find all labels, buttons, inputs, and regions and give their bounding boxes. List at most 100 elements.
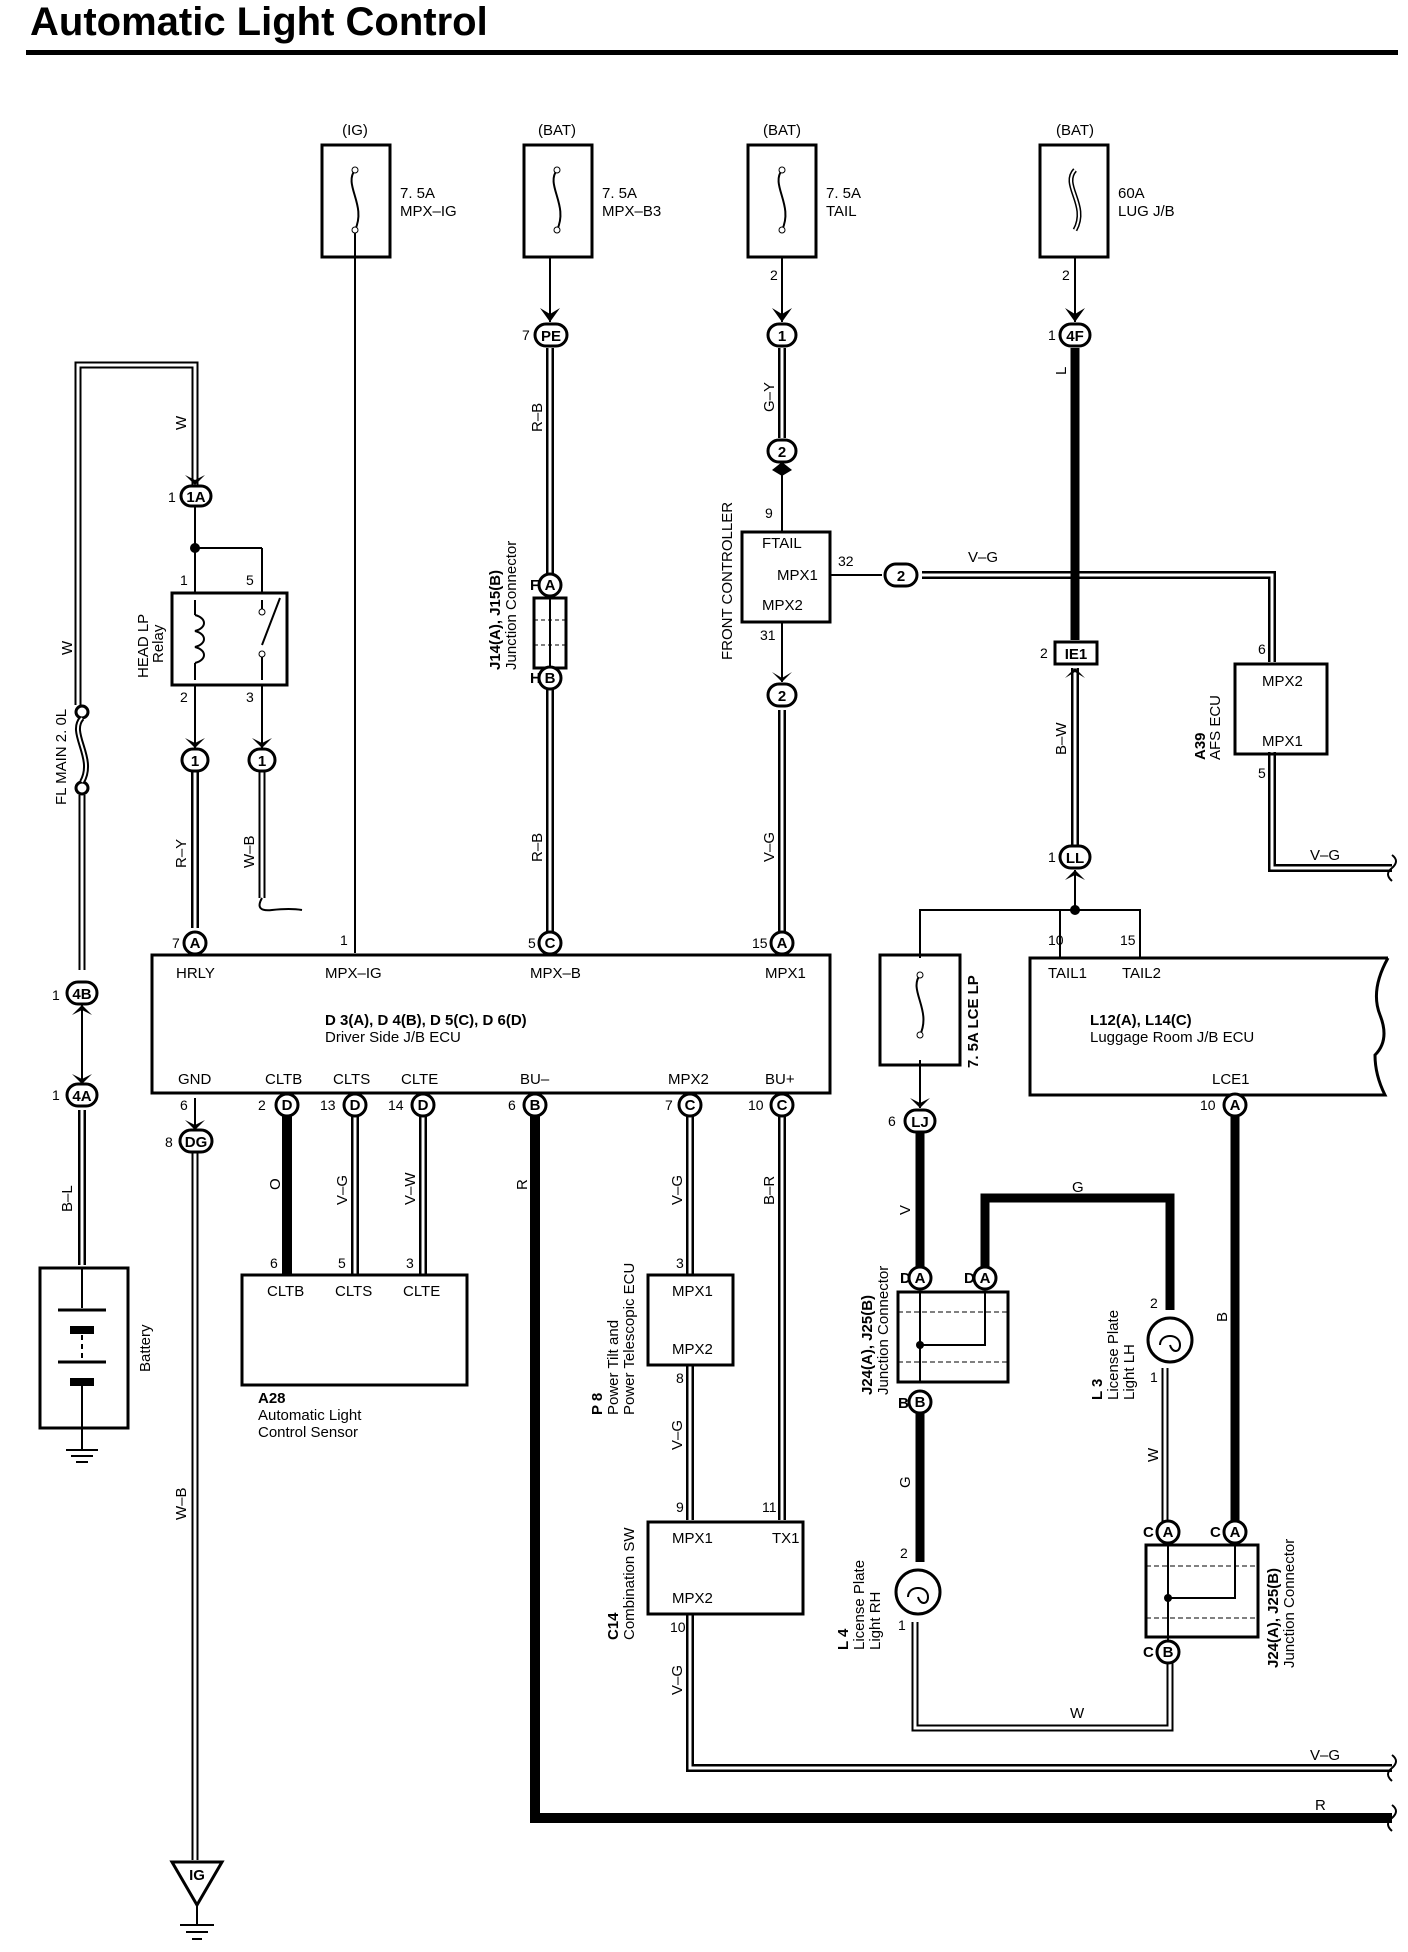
connector-label: 1 <box>191 753 199 770</box>
combination-switch: 9 11 MPX1 TX1 MPX2 10 C14 Combination SW <box>605 1499 805 1640</box>
fuse-name: LUG J/B <box>1118 203 1175 220</box>
connector-label: D <box>418 1097 429 1114</box>
pin-name: CLTB <box>265 1071 302 1088</box>
wire-v-g-bottom <box>686 1615 1392 1772</box>
afs-ecu: 6 MPX2 MPX1 5 A39 AFS ECU <box>1192 641 1329 781</box>
pin-label: H <box>530 670 541 687</box>
connector-label: 2 <box>778 444 786 461</box>
connector-4a: 1 4A <box>52 1082 99 1108</box>
pin-label: 6 <box>270 1255 278 1271</box>
pin-name: MPX1 <box>777 567 818 584</box>
wire-label: G <box>1072 1179 1084 1196</box>
wire-label: B–W <box>1053 722 1070 755</box>
component-code: J24(A), J25(B) <box>1265 1568 1282 1668</box>
wire-label: W <box>1145 1447 1162 1462</box>
pin-name: FTAIL <box>762 535 802 552</box>
wire-r <box>530 1110 1392 1823</box>
relay-sub: Relay <box>150 624 167 663</box>
pin-name: MPX2 <box>762 597 803 614</box>
connector-label: 1A <box>186 489 205 506</box>
connector-label: A <box>190 935 201 952</box>
fuse-fl-main: FL MAIN 2. 0L <box>53 704 90 805</box>
pin-name: MPX1 <box>672 1530 713 1547</box>
connector-label: 4F <box>1066 328 1084 345</box>
pin-label: 6 <box>888 1113 896 1129</box>
pin-name: MPX1 <box>765 965 806 982</box>
wire-label: B <box>1214 1312 1231 1322</box>
connector-label: A <box>1230 1097 1241 1114</box>
pin-name: MPX2 <box>672 1590 713 1607</box>
component-name: Junction Connector <box>503 541 520 670</box>
connector-label: PE <box>541 328 561 345</box>
connector-label: 4A <box>72 1088 91 1105</box>
pin-label: 1 <box>168 489 176 505</box>
wire-label: V–G <box>761 832 778 862</box>
fuse-lce-lp: 7. 5A LCE LP <box>878 920 982 1068</box>
pin-label: 2 <box>1062 267 1070 283</box>
pin-label: 10 <box>670 1619 686 1635</box>
connectors: 1 1A 1 1 1 4B 1 4A 8 DG 7 PE 1 2 <box>52 322 1099 1154</box>
wire-label: R–B <box>529 833 546 862</box>
pin-label: 9 <box>765 505 773 521</box>
connector-label: A <box>915 1270 926 1287</box>
pin-name: CLTS <box>335 1283 372 1300</box>
pin-label: 1 <box>1048 327 1056 343</box>
relay-name: HEAD LP <box>135 614 152 678</box>
connector-label: B <box>530 1097 541 1114</box>
wire-labels: W W R–Y W–B B–L R–B R–B G–Y V–G V–G V–G … <box>59 367 1340 1814</box>
wire-label: B–L <box>59 1185 76 1212</box>
connector-label: B <box>915 1394 926 1411</box>
pin-label: 2 <box>180 689 188 705</box>
connector-label: C <box>545 935 556 952</box>
pin-name: TAIL1 <box>1048 965 1087 982</box>
junction-j24-j25-lower: C A C A C B J24(A), J25(B) Junction Conn… <box>1143 1519 1298 1668</box>
pin-label: 15 <box>752 935 768 951</box>
ground-label: IG <box>189 1867 205 1884</box>
pin-name: GND <box>178 1071 212 1088</box>
pin-label: 8 <box>165 1134 173 1150</box>
component-name: Combination SW <box>621 1527 638 1640</box>
component-name: Luggage Room J/B ECU <box>1090 1029 1254 1046</box>
battery-label: Battery <box>137 1324 154 1372</box>
pin-label: 2 <box>900 1545 908 1561</box>
fuse-amps: 7. 5A <box>602 185 637 202</box>
fuse-amps: 7. 5A <box>826 185 861 202</box>
component-code: D 3(A), D 4(B), D 5(C), D 6(D) <box>325 1012 527 1029</box>
pin-name: BU– <box>520 1071 550 1088</box>
wire-label: V–G <box>669 1420 686 1450</box>
pin-label: 15 <box>1120 932 1136 948</box>
fuse-mpx-ig: (IG) 7. 5A MPX–IG <box>320 122 457 259</box>
wire-label: W–B <box>241 835 258 868</box>
component-name: Automatic Light <box>258 1407 362 1424</box>
pin-label: 9 <box>676 1499 684 1515</box>
component-code: L 4 <box>835 1628 852 1650</box>
wire-label: V–G <box>968 549 998 566</box>
pin-label: 32 <box>838 553 854 569</box>
component-name: Control Sensor <box>258 1424 358 1441</box>
wire-label: O <box>267 1178 284 1190</box>
component-code: J24(A), J25(B) <box>859 1295 876 1395</box>
pin-label: 6 <box>508 1097 516 1113</box>
connector-label: A <box>980 1270 991 1287</box>
fuse-tail: (BAT) 7. 5A TAIL 2 <box>746 122 861 283</box>
connector-label: A <box>777 935 788 952</box>
junction-dots <box>190 543 1080 915</box>
wire-label: W <box>173 415 190 430</box>
pin-name: CLTE <box>401 1071 438 1088</box>
connector-label: LL <box>1066 850 1084 867</box>
component-name: AFS ECU <box>1207 695 1224 760</box>
pin-name: LCE1 <box>1212 1071 1250 1088</box>
pin-name: CLTS <box>333 1071 370 1088</box>
pin-label: B <box>898 1395 909 1412</box>
wire-v-g-afs-out <box>1268 752 1392 872</box>
fuse-amps: 7. 5A <box>400 185 435 202</box>
pin-name: MPX2 <box>1262 673 1303 690</box>
pin-label: 31 <box>760 627 776 643</box>
component-name: License Plate <box>1105 1310 1122 1400</box>
fuse-name: FL MAIN 2. 0L <box>53 709 70 805</box>
pin-label: 10 <box>1048 932 1064 948</box>
pin-label: 5 <box>1258 765 1266 781</box>
pin-name: CLTE <box>403 1283 440 1300</box>
wire-label: L <box>1053 367 1070 375</box>
